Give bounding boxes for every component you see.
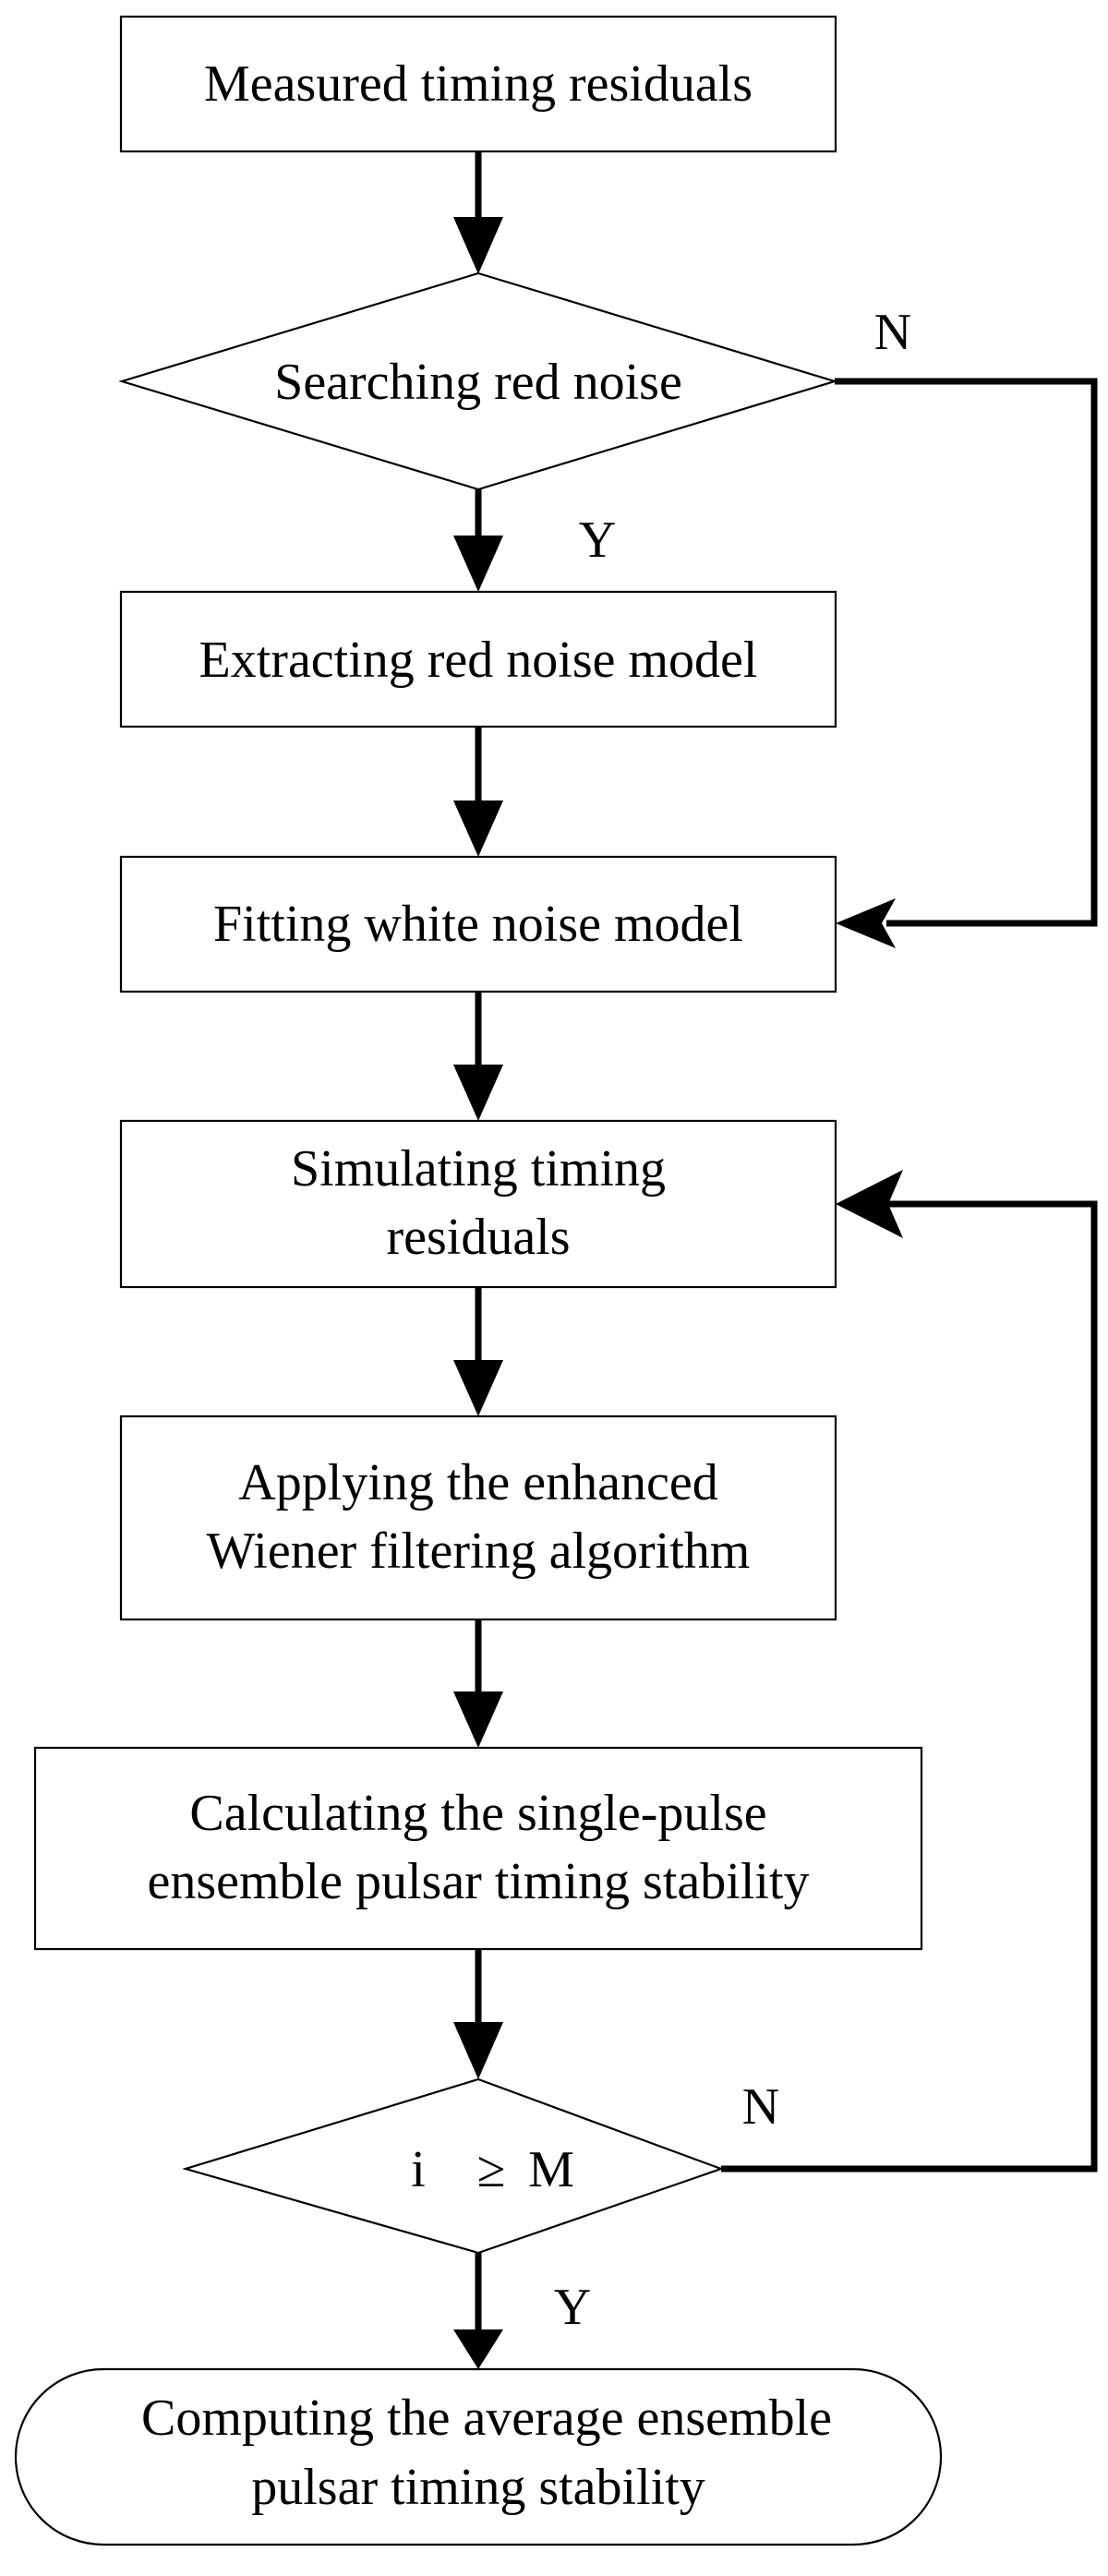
arrowhead-to-simulate [453,1065,503,1121]
decision-i-ge-m [182,2077,725,2255]
arrowhead-loop-to-simulate [836,1170,903,1238]
arrowhead-to-fit [453,800,503,857]
node-extract-label: Extracting red noise model [199,632,758,689]
node-simulate-label-line1: Simulating timing [291,1140,666,1198]
node-apply-wiener [119,1414,837,1621]
decision-i-var: i [411,2141,426,2198]
arrowhead-to-check [453,2022,503,2079]
node-apply-label-line1: Applying the enhanced [238,1454,717,1511]
arrowhead-to-compute [453,2329,503,2369]
edge-label-search-no: N [874,304,911,361]
node-simulate-residuals [119,1119,837,1289]
node-measured-residuals [119,15,837,153]
decision-i-limit: M [528,2141,574,2198]
connectors [475,148,1098,2339]
arrowhead-to-calc [453,1691,503,1748]
node-simulate-label-line2: residuals [386,1209,570,1266]
edge-label-check-no: N [742,2078,779,2136]
node-fit-white-noise [119,855,837,993]
arrowhead-loop-to-fit [836,898,896,948]
arrowhead-to-apply [453,1360,503,1416]
edge-label-search-yes: Y [579,512,616,569]
arrowhead-to-search [453,217,503,274]
terminal-compute-label-line1: Computing the average ensemble [141,2389,832,2447]
node-fit-label: Fitting white noise model [213,896,743,953]
connector-search-no-to-fit [835,378,1098,927]
node-calc-label-line2: ensemble pulsar timing stability [147,1853,809,1910]
node-apply-label-line2: Wiener filtering algorithm [207,1523,751,1580]
connector-check-no-to-simulate [721,1200,1098,2173]
terminal-compute-label-line2: pulsar timing stability [251,2459,705,2516]
edge-label-check-yes: Y [554,2279,591,2336]
decision-i-operator: ≥ [477,2141,506,2198]
decision-searching-red-noise [118,271,838,491]
node-measured-label: Measured timing residuals [204,55,753,113]
node-extract-red-noise [119,590,837,728]
arrowhead-to-extract [453,536,503,592]
terminal-compute-average [14,2367,943,2546]
node-calc-label-line1: Calculating the single-pulse [189,1785,766,1842]
arrowheads [453,217,903,2369]
node-calc-single-pulse [33,1746,923,1951]
decision-searching-label: Searching red noise [274,354,682,411]
